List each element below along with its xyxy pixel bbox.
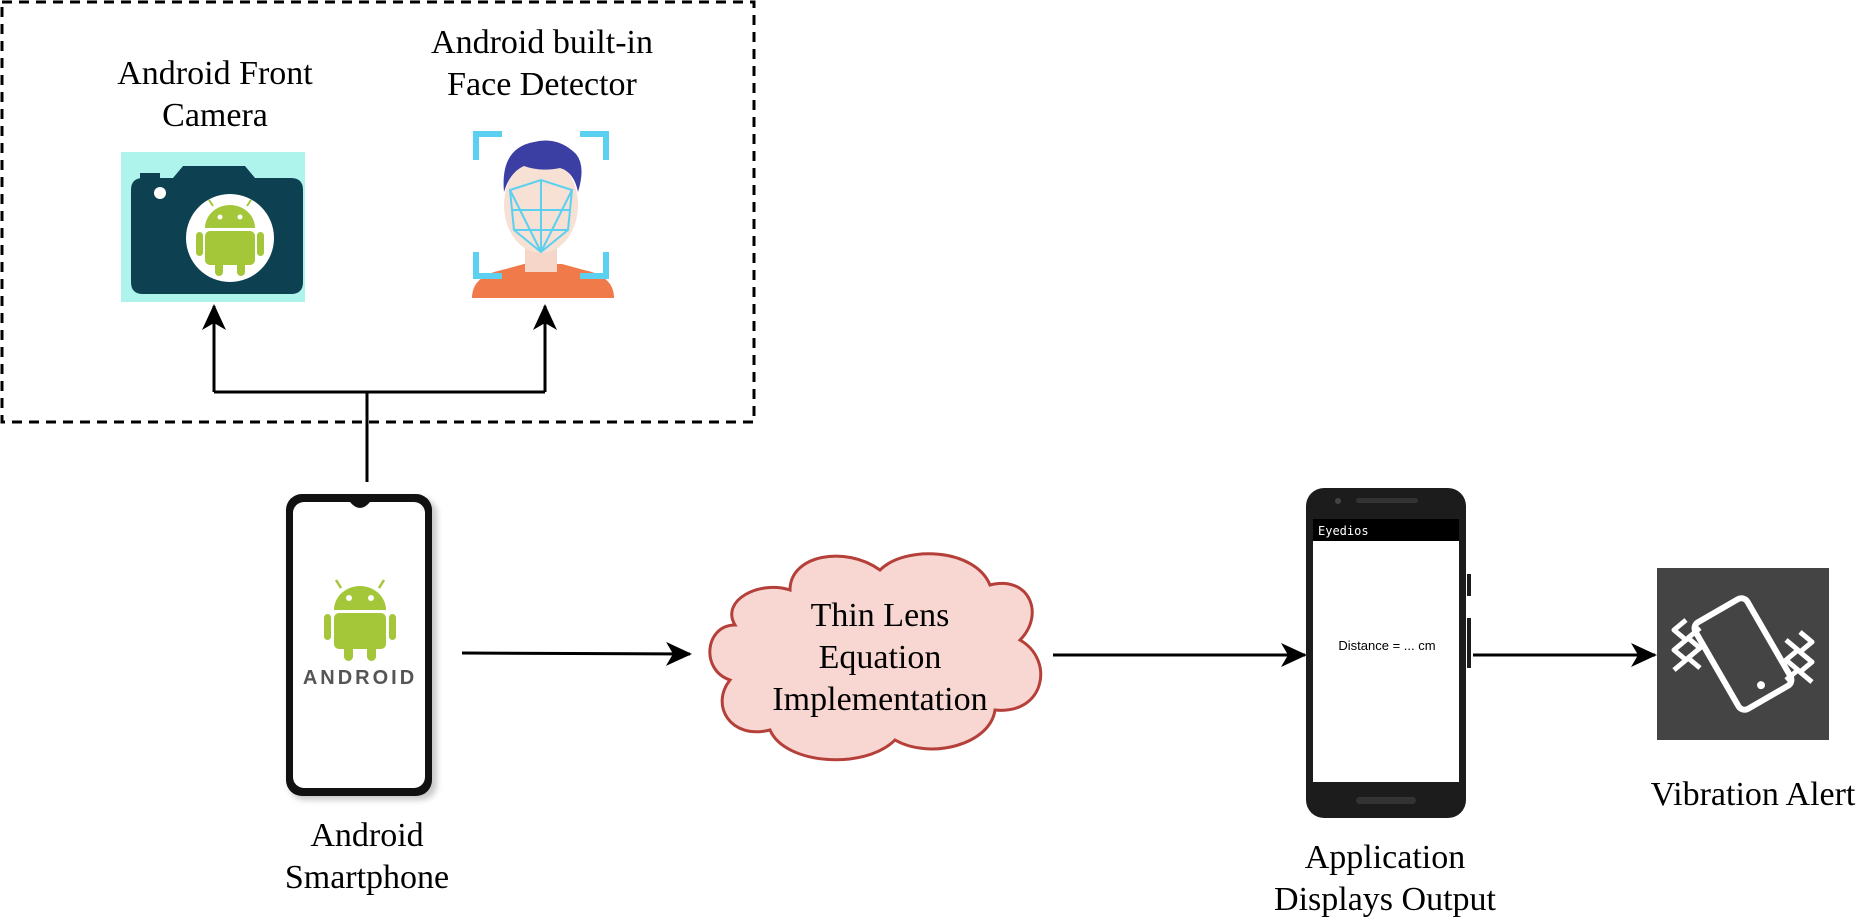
front-camera-label-line1: Android Front — [117, 55, 313, 92]
face-detector-label-line2: Face Detector — [447, 66, 637, 103]
smartphone-label: Android Smartphone — [252, 815, 482, 899]
arrow-smartphone-to-thin-lens — [461, 641, 692, 666]
app-output-label: Application Displays Output — [1240, 837, 1530, 921]
thin-lens-label-line2: Equation — [818, 639, 942, 676]
smartphone-icon: ANDROID — [286, 494, 437, 800]
vibration-alert-label-text: Vibration Alert — [1650, 776, 1856, 813]
front-camera-label: Android Front Camera — [95, 53, 335, 137]
app-phone-icon: Eyedios Distance = ... cm — [1306, 488, 1471, 818]
thin-lens-label-line3: Implementation — [772, 681, 988, 718]
app-title-bar-text: Eyedios — [1318, 524, 1369, 538]
app-output-label-line1: Application — [1304, 839, 1466, 876]
camera-icon — [121, 152, 305, 302]
smartphone-screen-brand: ANDROID — [303, 667, 417, 689]
smartphone-to-inputs-connector — [202, 304, 557, 482]
thin-lens-label-line1: Thin Lens — [810, 597, 950, 634]
vibration-alert-label: Vibration Alert — [1633, 774, 1873, 816]
thin-lens-label: Thin Lens Equation Implementation — [740, 595, 1020, 721]
face-detector-label: Android built-in Face Detector — [410, 22, 674, 106]
face-detection-icon — [472, 131, 614, 298]
app-distance-readout: Distance = ... cm — [1338, 638, 1435, 653]
smartphone-label-line2: Smartphone — [284, 859, 450, 896]
front-camera-label-line2: Camera — [162, 97, 268, 134]
input-sources-group-box — [0, 0, 756, 424]
vibration-icon — [1657, 568, 1829, 740]
thin-lens-cloud-shape — [708, 552, 1043, 762]
app-output-label-line2: Displays Output — [1274, 881, 1496, 918]
face-detector-label-line1: Android built-in — [431, 24, 653, 61]
smartphone-label-line1: Android — [310, 817, 424, 854]
android-robot-icon — [324, 579, 396, 661]
